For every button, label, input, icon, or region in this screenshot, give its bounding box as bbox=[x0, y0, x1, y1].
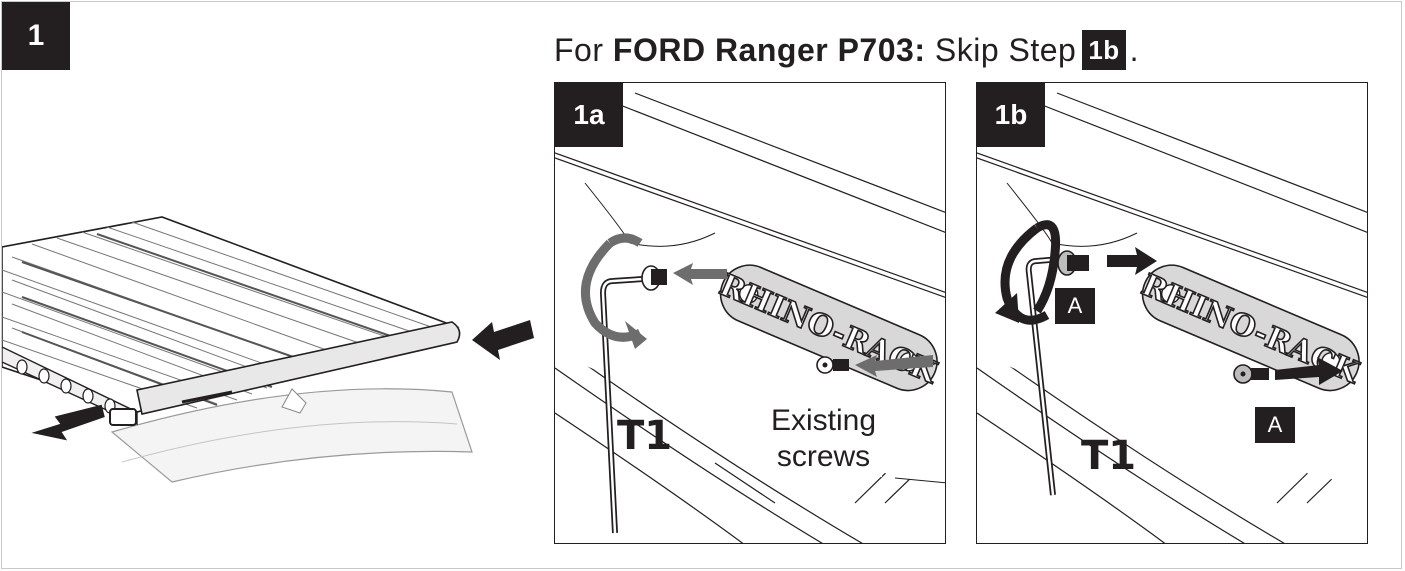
callout-line-1: Existing bbox=[771, 404, 877, 437]
roof-rack-illustration bbox=[2, 216, 534, 483]
heading-step-ref-badge: 1b bbox=[1082, 29, 1126, 70]
panel-1a-label: 1a bbox=[555, 83, 623, 147]
heading-vehicle: FORD Ranger P703: bbox=[612, 32, 926, 68]
step-number-badge: 1 bbox=[2, 2, 70, 70]
existing-screws-callout: Existing screws bbox=[765, 401, 883, 477]
part-a-tag-upper: A bbox=[1055, 288, 1095, 324]
arrow-icon bbox=[31, 404, 105, 441]
panel-1b-illustration: RHINO-RACK bbox=[977, 92, 1367, 543]
panel-1b: RHINO-RACK 1b T1 A A bbox=[976, 82, 1368, 544]
panel-1a-illustration: RHINO-RACK bbox=[555, 92, 945, 543]
arrow-icon bbox=[673, 263, 727, 285]
rotation-icon bbox=[580, 239, 642, 342]
rotation-icon bbox=[1000, 224, 1050, 325]
arrow-icon bbox=[1107, 247, 1157, 275]
callout-line-2: screws bbox=[776, 440, 871, 473]
heading-suffix: . bbox=[1129, 32, 1140, 68]
panel-1a: RHINO-RACK 1a T1 bbox=[554, 82, 946, 544]
part-a-tag-lower: A bbox=[1255, 407, 1295, 443]
tool-t1-label: T1 bbox=[1081, 433, 1137, 479]
screw-icon bbox=[1233, 364, 1269, 384]
arrow-icon bbox=[855, 355, 933, 377]
arrow-icon bbox=[1275, 357, 1343, 385]
screw-icon bbox=[641, 265, 667, 291]
tool-t1-label: T1 bbox=[617, 413, 673, 459]
screw-icon bbox=[1057, 250, 1089, 276]
heading-instruction: Skip Step bbox=[934, 32, 1077, 68]
panel-1b-label: 1b bbox=[977, 83, 1045, 147]
screw-icon bbox=[816, 356, 849, 374]
arrow-icon bbox=[472, 320, 534, 360]
heading-prefix: For bbox=[554, 32, 604, 68]
